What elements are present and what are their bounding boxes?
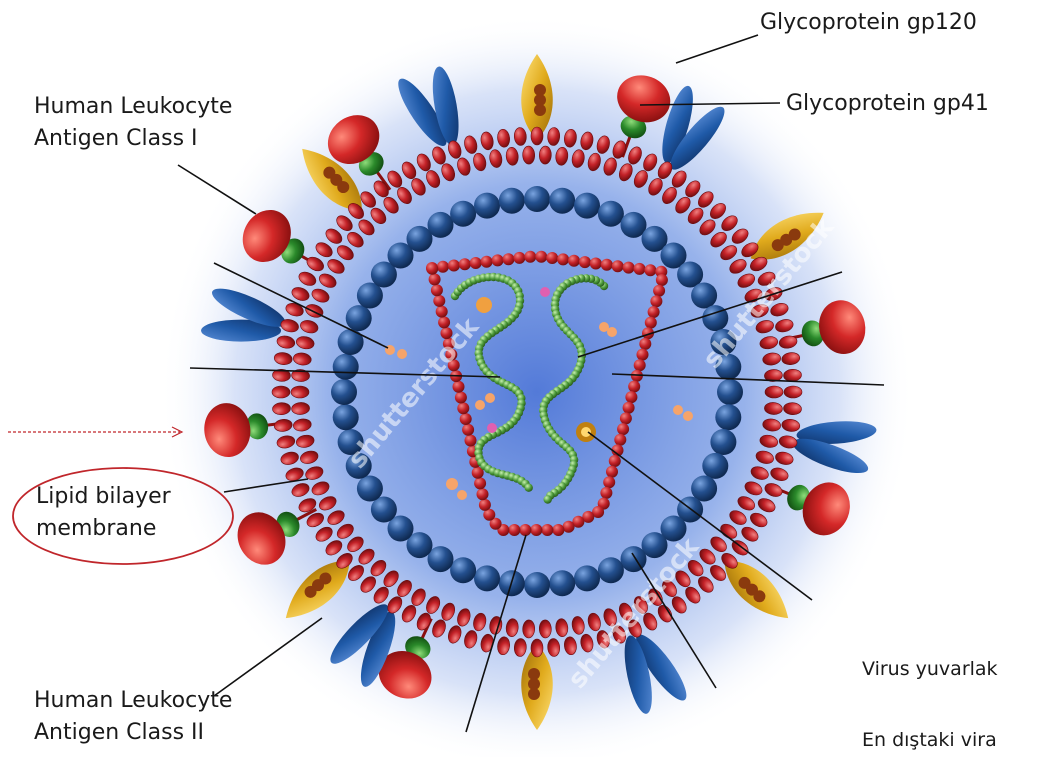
label-lipid-line2: membrane [36, 514, 156, 543]
note-virus-shape: Virus yuvarlak [862, 656, 1049, 682]
label-lipid-line1: Lipid bilayer [36, 482, 171, 511]
label-gp120: Glycoprotein gp120 [760, 8, 977, 37]
label-hla-class1-line1: Human Leukocyte [34, 92, 232, 121]
label-hla-class2-line1: Human Leukocyte [34, 686, 232, 715]
note-outer-envelope: En dıştaki vira [862, 727, 1049, 753]
label-hla-class2-line2: Antigen Class II [34, 718, 204, 747]
label-hla-class1-line2: Antigen Class I [34, 124, 198, 153]
label-gp41: Glycoprotein gp41 [786, 89, 989, 118]
